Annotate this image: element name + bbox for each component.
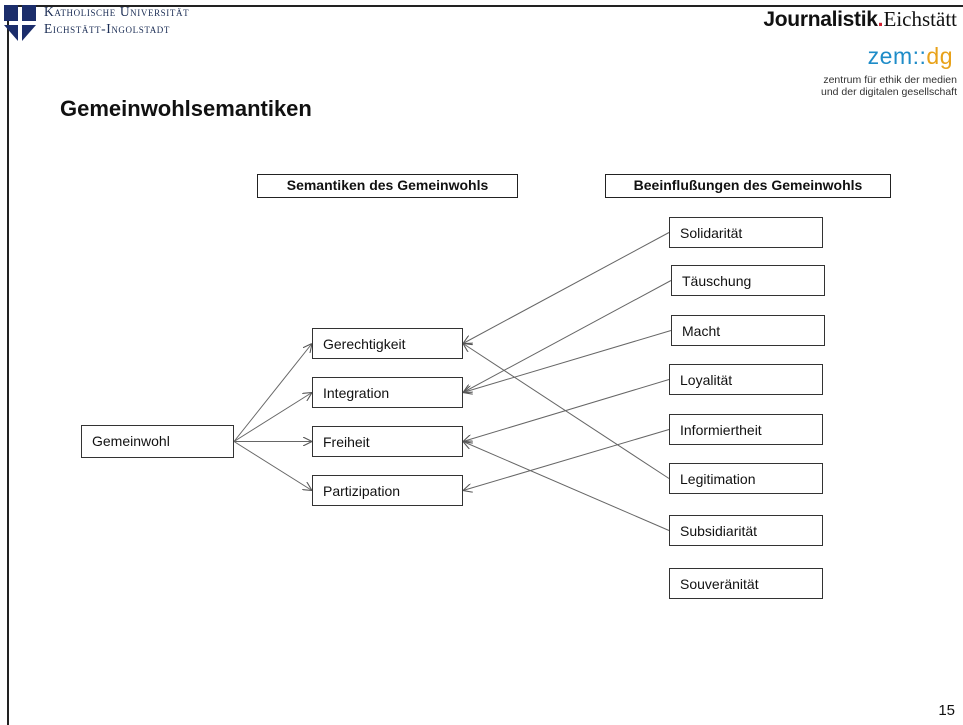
journalistik-logo: Journalistik.Eichstätt <box>763 7 957 32</box>
brand-journalistik: Journalistik <box>763 8 878 31</box>
brand-dot: . <box>877 8 884 31</box>
brand-eichstaett: Eichstätt <box>883 7 957 31</box>
node-freiheit: Freiheit <box>312 426 463 457</box>
university-logo: Katholische Universität Eichstätt-Ingols… <box>0 0 260 46</box>
node-informiertheit: Informiertheit <box>669 414 823 445</box>
university-name-line1: Katholische Universität <box>44 4 190 19</box>
page-number: 15 <box>938 702 955 719</box>
link-macht-integration <box>463 330 672 393</box>
link-täuschung-integration <box>463 280 672 393</box>
node-gerechtigkeit: Gerechtigkeit <box>312 328 463 359</box>
node-taeuschung: Täuschung <box>671 265 825 296</box>
node-loyalitaet: Loyalität <box>669 364 823 395</box>
link-gerechtigkeit-legitimation <box>463 344 670 479</box>
zem-caption-line2: und der digitalen gesellschaft <box>820 86 957 98</box>
slide-frame <box>7 5 963 725</box>
link-solidarität-gerechtigkeit <box>463 232 670 344</box>
zem-caption-line1: zentrum für ethik der medien <box>823 74 957 86</box>
zem-logo-part1: zem:: <box>867 43 927 69</box>
node-souveraenitaet: Souveränität <box>669 568 823 599</box>
node-subsidiaritaet: Subsidiarität <box>669 515 823 546</box>
link-gemeinwohl-gerechtigkeit <box>233 344 312 442</box>
zem-logo-part2: dg <box>926 43 953 69</box>
node-integration: Integration <box>312 377 463 408</box>
zem-caption: zentrum für ethik der medien und der dig… <box>737 74 957 98</box>
header-influences: Beeinflußungen des Gemeinwohls <box>605 174 891 198</box>
node-macht: Macht <box>671 315 825 346</box>
university-emblem-icon <box>4 5 36 41</box>
link-informiertheit-partizipation <box>463 429 670 491</box>
slide-title: Gemeinwohlsemantiken <box>60 96 312 121</box>
university-name-line2: Eichstätt-Ingolstadt <box>44 21 171 36</box>
link-freiheit-subsidiarität <box>463 442 670 531</box>
header-semantics: Semantiken des Gemeinwohls <box>257 174 518 198</box>
link-gemeinwohl-partizipation <box>233 441 312 491</box>
node-partizipation: Partizipation <box>312 475 463 506</box>
node-solidaritaet: Solidarität <box>669 217 823 248</box>
node-legitimation: Legitimation <box>669 463 823 494</box>
node-gemeinwohl: Gemeinwohl <box>81 425 234 458</box>
zem-dg-logo: zem::dg <box>868 43 953 70</box>
link-gemeinwohl-integration <box>233 393 312 442</box>
